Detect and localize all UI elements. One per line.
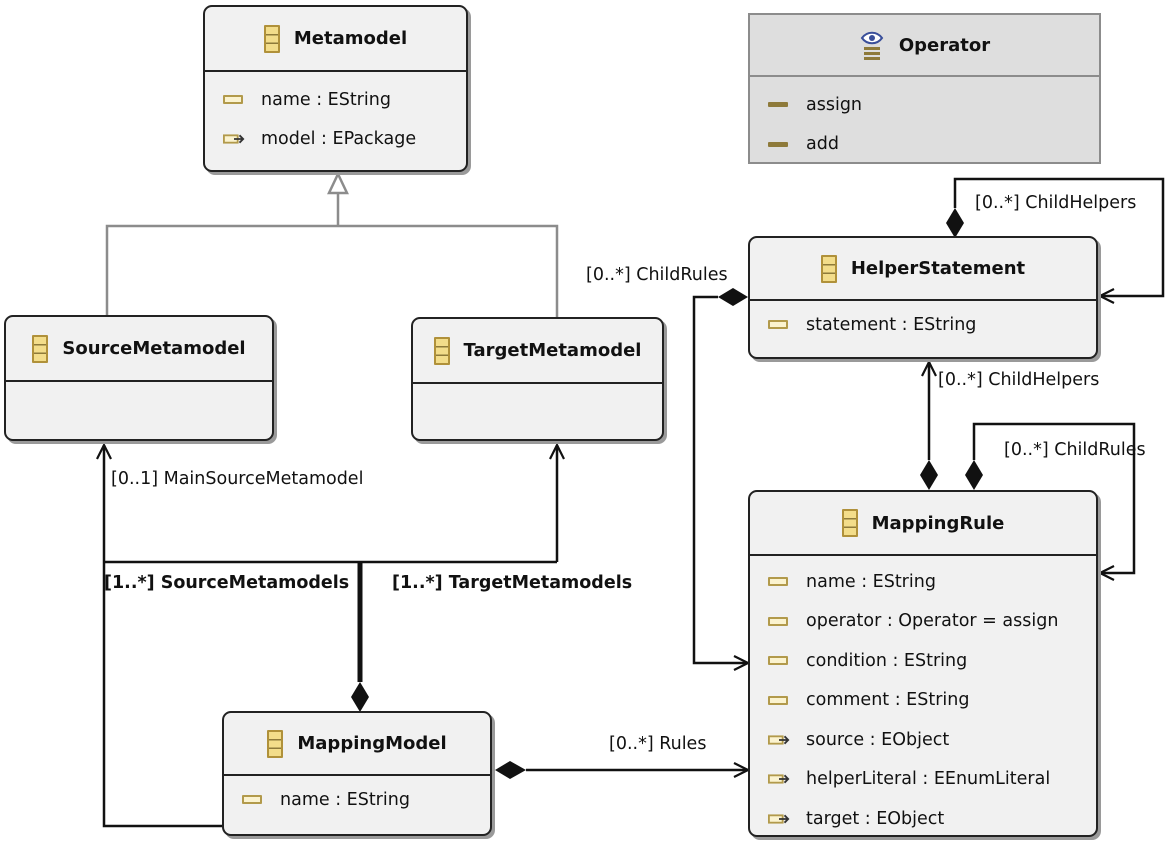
class-title: SourceMetamodel (62, 338, 246, 359)
class-mapping-rule[interactable]: MappingRule name : EString operator : Op… (748, 490, 1098, 837)
reference-label: target : EObject (806, 808, 945, 829)
eclass-icon (841, 509, 858, 537)
metamodels-composition-edge (104, 445, 557, 712)
class-title: Metamodel (293, 28, 408, 49)
attribute-row[interactable]: statement : EString (750, 305, 1096, 345)
attribute-icon (768, 320, 788, 330)
main-source-edge (104, 445, 222, 828)
literal-label: assign (806, 94, 863, 115)
attribute-icon (242, 795, 262, 805)
class-title: MappingRule (871, 512, 1005, 534)
class-header: MappingModel (224, 713, 490, 776)
reference-icon (768, 734, 790, 746)
reference-icon (768, 773, 790, 785)
class-header: TargetMetamodel (413, 319, 662, 384)
edge-label-main-source: [0..1] MainSourceMetamodel (111, 469, 364, 489)
enum-operator[interactable]: Operator assign add (748, 13, 1101, 164)
edge-label-rules: [0..*] Rules (609, 734, 707, 754)
generalization-edge (105, 171, 559, 317)
reference-icon (223, 133, 245, 145)
edge-label-helper-child-helpers: [0..*] ChildHelpers (975, 193, 1137, 213)
attribute-row[interactable]: name : EString (224, 780, 490, 820)
eclass-icon (263, 24, 280, 53)
reference-row[interactable]: source : EObject (750, 720, 1096, 760)
attribute-icon (768, 577, 788, 587)
attribute-label: statement : EString (806, 314, 977, 335)
rule-child-helpers-edge (920, 362, 938, 490)
reference-label: model : EPackage (261, 129, 417, 150)
class-target-metamodel[interactable]: TargetMetamodel (411, 317, 664, 441)
eclass-icon (32, 334, 49, 363)
reference-icon (768, 813, 790, 825)
attribute-icon (223, 95, 243, 105)
attribute-row[interactable]: condition : EString (750, 641, 1096, 681)
enum-literal-row[interactable]: add (750, 125, 1099, 165)
class-header: SourceMetamodel (6, 317, 272, 382)
eclass-icon (267, 729, 284, 758)
attribute-label: name : EString (806, 571, 936, 592)
class-mapping-model[interactable]: MappingModel name : EString (222, 711, 492, 836)
attribute-label: name : EString (261, 89, 391, 110)
attribute-icon (768, 656, 788, 666)
class-source-metamodel[interactable]: SourceMetamodel (4, 315, 274, 441)
enum-literal-icon (768, 102, 788, 108)
class-header: MappingRule (750, 492, 1096, 556)
enum-literal-row[interactable]: assign (750, 85, 1099, 125)
edge-label-target-metamodels: [1..*] TargetMetamodels (392, 573, 633, 593)
class-helper-statement[interactable]: HelperStatement statement : EString (748, 236, 1098, 359)
helper-child-rules-edge (692, 288, 748, 663)
reference-row[interactable]: model : EPackage (205, 120, 466, 160)
class-metamodel[interactable]: Metamodel name : EString model : EPackag… (203, 5, 468, 172)
edge-label-rule-child-helpers: [0..*] ChildHelpers (938, 370, 1100, 390)
class-title: MappingModel (297, 733, 447, 754)
eclass-icon (820, 254, 837, 283)
attribute-label: condition : EString (806, 650, 968, 671)
reference-row[interactable]: target : EObject (750, 799, 1096, 839)
class-title: TargetMetamodel (463, 340, 642, 361)
reference-label: helperLiteral : EEnumLiteral (806, 769, 1051, 790)
class-header: Metamodel (205, 7, 466, 72)
helper-self-edge (946, 177, 1165, 296)
attribute-row[interactable]: operator : Operator = assign (750, 602, 1096, 642)
eenum-icon (859, 30, 885, 60)
attribute-label: operator : Operator = assign (806, 611, 1059, 632)
class-header: HelperStatement (750, 238, 1096, 301)
attribute-label: name : EString (280, 789, 410, 810)
enum-literal-icon (768, 141, 788, 147)
attribute-label: comment : EString (806, 690, 970, 711)
edge-label-source-metamodels: [1..*] SourceMetamodels (104, 573, 350, 593)
attribute-icon (768, 695, 788, 705)
edge-label-helper-child-rules: [0..*] ChildRules (586, 265, 728, 285)
attribute-row[interactable]: name : EString (750, 562, 1096, 602)
enum-title: Operator (898, 34, 991, 56)
reference-label: source : EObject (806, 729, 950, 750)
class-title: HelperStatement (850, 258, 1026, 279)
attribute-row[interactable]: name : EString (205, 80, 466, 120)
attribute-icon (768, 616, 788, 626)
attribute-row[interactable]: comment : EString (750, 681, 1096, 721)
enum-header: Operator (750, 15, 1099, 77)
reference-row[interactable]: helperLiteral : EEnumLiteral (750, 760, 1096, 800)
rules-edge (495, 761, 748, 779)
eclass-icon (433, 336, 450, 365)
rule-self-edge (965, 422, 1136, 573)
edge-label-rule-child-rules: [0..*] ChildRules (1004, 440, 1146, 460)
literal-label: add (806, 134, 839, 155)
